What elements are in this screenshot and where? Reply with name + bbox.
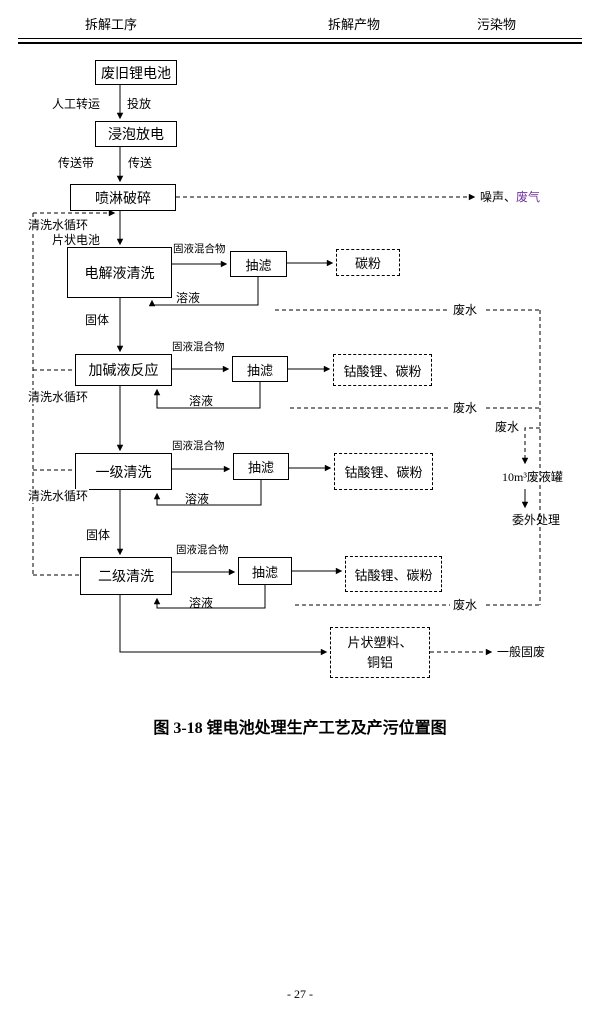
label-wastewater-2: 废水 <box>453 401 478 415</box>
page-number: - 27 - <box>287 987 313 1001</box>
filter-row-arrows <box>148 259 343 609</box>
main-flow-arrows <box>116 85 328 656</box>
label-solution-2: 溶液 <box>189 394 214 408</box>
product-licoo2-carbon-1: 钴酸锂、碳粉 <box>333 354 432 386</box>
product-carbon-powder: 碳粉 <box>336 249 400 276</box>
label-solution-1: 溶液 <box>176 291 201 305</box>
label-wastewater-1: 废水 <box>453 303 478 317</box>
product-plastic-copper-aluminum-label: 片状塑料、铜铝 <box>347 635 413 670</box>
label-waste-gas: 废气 <box>516 190 541 204</box>
label-solid-liquid-mix-2: 固液混合物 <box>172 342 225 353</box>
figure-caption: 图 3-18 锂电池处理生产工艺及产污位置图 <box>153 720 447 737</box>
label-solid-liquid-mix-1: 固液混合物 <box>173 244 226 255</box>
label-solution-4: 溶液 <box>189 596 214 610</box>
label-solid-2: 固体 <box>86 528 111 542</box>
label-waste-liquid-tank: 10m³废液罐 <box>502 470 563 484</box>
process-soak-discharge: 浸泡放电 <box>95 121 177 147</box>
product-licoo2-carbon-2: 钴酸锂、碳粉 <box>334 453 433 490</box>
label-general-solid-waste: 一般固废 <box>497 645 546 659</box>
label-wastewater-4: 废水 <box>453 598 478 612</box>
header-divider-rule <box>18 38 582 44</box>
label-conveying: 传送 <box>128 156 153 170</box>
filter-box-3: 抽滤 <box>233 453 289 480</box>
product-plastic-copper-aluminum: 片状塑料、铜铝 <box>330 627 430 678</box>
process-alkali-reaction: 加碱液反应 <box>75 354 172 386</box>
label-conveyor-belt: 传送带 <box>58 156 95 170</box>
process-spray-crushing: 喷淋破碎 <box>70 184 176 211</box>
filter-box-4: 抽滤 <box>238 557 292 585</box>
process-electrolyte-cleaning: 电解液清洗 <box>67 247 172 298</box>
label-noise-waste-gas: 噪声、废气 <box>480 190 540 204</box>
dashed-utility-lines <box>32 193 541 656</box>
label-manual-transfer: 人工转运 <box>52 97 101 111</box>
column-header-products: 拆解产物 <box>328 17 381 32</box>
filter-box-2: 抽滤 <box>232 356 288 382</box>
product-licoo2-carbon-3: 钴酸锂、碳粉 <box>345 556 442 592</box>
column-header-pollutants: 污染物 <box>477 17 517 32</box>
process-waste-battery: 废旧锂电池 <box>95 60 177 85</box>
label-wash-cycle-3: 清洗水循环 <box>27 489 90 504</box>
label-solid-liquid-mix-3: 固液混合物 <box>172 441 225 452</box>
filter-box-1: 抽滤 <box>230 251 287 277</box>
label-solid-1: 固体 <box>85 313 110 327</box>
process-secondary-cleaning: 二级清洗 <box>80 557 172 595</box>
label-sheet-battery: 片状电池 <box>52 233 101 247</box>
process-primary-cleaning: 一级清洗 <box>75 453 172 490</box>
wastewater-to-tank <box>521 427 540 465</box>
label-solution-3: 溶液 <box>185 492 210 506</box>
column-header-process: 拆解工序 <box>85 17 138 32</box>
label-feeding: 投放 <box>127 97 152 111</box>
label-wash-cycle-1: 清洗水循环 <box>27 218 90 233</box>
label-noise: 噪声、 <box>480 190 517 204</box>
label-outsourced-treatment: 委外处理 <box>512 513 561 527</box>
label-wash-cycle-2: 清洗水循环 <box>27 390 90 405</box>
label-solid-liquid-mix-4: 固液混合物 <box>176 545 229 556</box>
label-wastewater-3: 废水 <box>494 420 521 435</box>
